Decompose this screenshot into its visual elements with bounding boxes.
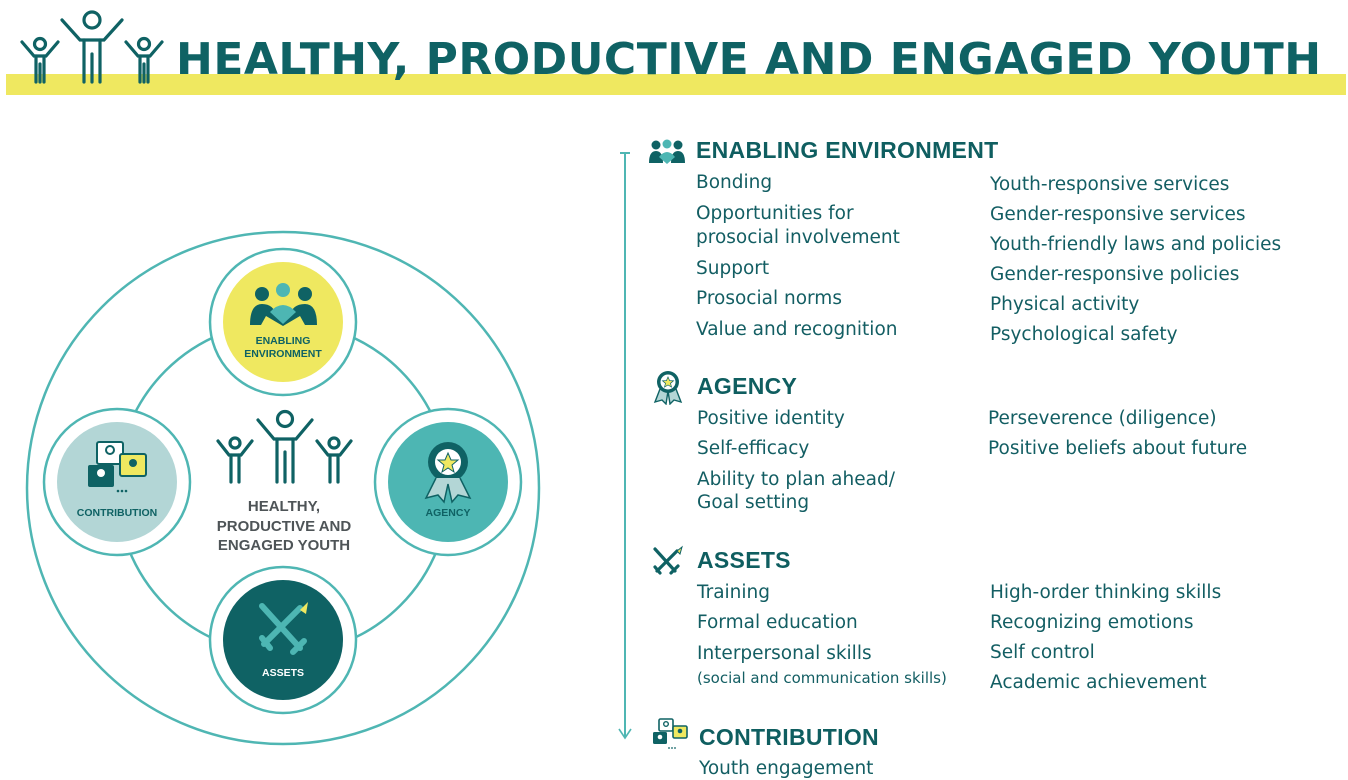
list-item: Interpersonal skills (697, 643, 872, 664)
list-item: Youth-responsive services (990, 174, 1230, 195)
section-title-contribution: CONTRIBUTION (699, 724, 879, 750)
list-item: Support (696, 258, 770, 279)
node-contribution (42, 407, 192, 557)
axis-cap (620, 152, 630, 154)
node-agency (373, 407, 523, 557)
axis-line (624, 153, 626, 738)
list-item: Bonding (696, 172, 773, 193)
axis-arrow-down-icon (618, 728, 632, 740)
list-item: Prosocial norms (696, 288, 842, 309)
assets-tools-icon (653, 545, 683, 575)
list-item: Opportunities for (696, 203, 854, 224)
node-label-enabling: ENABLING ENVIRONMENT (244, 335, 322, 360)
center-label: HEALTHY, PRODUCTIVE AND ENGAGED YOUTH (216, 498, 352, 554)
list-item: Youth-friendly laws and policies (990, 234, 1282, 255)
agency-badge-icon (653, 371, 683, 405)
list-item: Value and recognition (696, 319, 898, 340)
page-title: HEALTHY, PRODUCTIVE AND ENGAGED YOUTH (176, 34, 1322, 85)
list-item: Gender-responsive policies (990, 264, 1240, 285)
list-item: Self-efficacy (697, 438, 810, 459)
list-item: Positive identity (697, 408, 845, 429)
section-title-agency: AGENCY (697, 373, 798, 399)
title-highlight-band (6, 74, 1346, 95)
list-item: Gender-responsive services (990, 204, 1246, 225)
section-title-enabling: ENABLING ENVIRONMENT (696, 137, 999, 163)
list-item: (social and communication skills) (697, 669, 947, 687)
list-item: prosocial involvement (696, 227, 900, 248)
list-item: Youth engagement (699, 758, 874, 779)
list-item: Recognizing emotions (990, 612, 1194, 633)
node-label-agency: AGENCY (425, 507, 471, 519)
node-assets (208, 565, 358, 715)
list-item: Self control (990, 642, 1095, 663)
youth-group-icon (20, 10, 164, 84)
list-item: Training (697, 582, 770, 603)
list-item: Psychological safety (990, 324, 1178, 345)
list-item: Formal education (697, 612, 858, 633)
node-label-assets: ASSETS (261, 667, 304, 679)
center-youth-icon (216, 409, 353, 484)
contribution-chat-icon (653, 718, 688, 749)
node-enabling-environment (208, 247, 358, 397)
list-item: Goal setting (697, 492, 810, 513)
list-item: Ability to plan ahead/ (697, 469, 895, 490)
enabling-environment-icon (649, 139, 685, 164)
list-item: Physical activity (990, 294, 1140, 315)
list-item: Academic achievement (990, 672, 1207, 693)
section-title-assets: ASSETS (697, 547, 791, 573)
node-label-contribution: CONTRIBUTION (76, 507, 158, 519)
list-item: Positive beliefs about future (988, 438, 1248, 459)
list-item: Perseverence (diligence) (988, 408, 1217, 429)
list-item: High-order thinking skills (990, 582, 1222, 603)
framework-diagram (25, 230, 541, 746)
